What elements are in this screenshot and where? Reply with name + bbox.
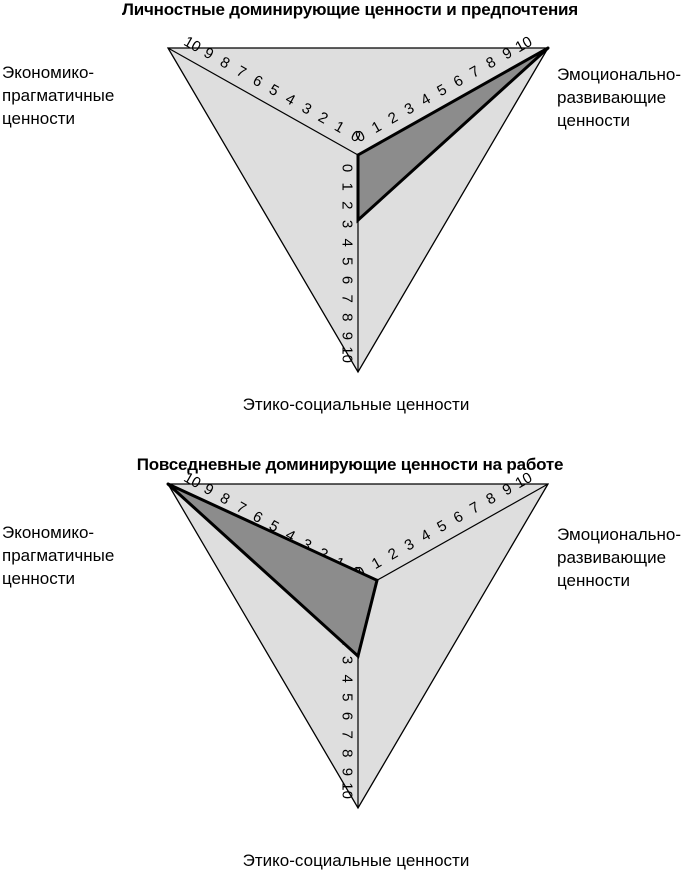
data-point — [356, 218, 360, 222]
chart-2-axis-label-ethical: Этико-социальные ценности — [156, 849, 556, 872]
tick-label: 5 — [339, 693, 356, 701]
tick-label: 10 — [512, 33, 535, 56]
chart-1-axis-label-economic: Экономико- прагматичные ценности — [2, 61, 114, 130]
axis-label-line: развивающие — [557, 88, 667, 107]
tick-label: 5 — [339, 257, 356, 265]
tick-label: 6 — [338, 276, 355, 284]
data-point — [166, 482, 170, 486]
axis-label-line: Этико-социальные ценности — [242, 851, 470, 870]
tick-label: 9 — [339, 768, 356, 776]
tick-label: 8 — [339, 749, 356, 757]
data-series-polygon — [356, 46, 550, 224]
tick-label: 7 — [338, 730, 355, 738]
tick-label: 10 — [339, 346, 356, 363]
data-point — [356, 153, 360, 157]
tick-label: 4 — [339, 238, 356, 246]
tick-label: 9 — [339, 332, 356, 340]
tick-label: 10 — [512, 469, 535, 492]
axis-label-line: прагматичные — [2, 546, 115, 565]
tick-label: 10 — [181, 469, 204, 492]
axis-line — [167, 47, 359, 156]
axis-label-line: Эмоционально- — [557, 65, 681, 84]
chart-1-axis-label-ethical: Этико-социальные ценности — [156, 393, 556, 416]
tick-label: 7 — [338, 294, 355, 302]
axis-label-line: Эмоционально- — [557, 525, 681, 544]
data-point — [375, 578, 379, 582]
data-series-polygon — [166, 482, 379, 659]
tick-label: 2 — [338, 201, 355, 209]
axis-label-line: ценности — [557, 111, 631, 130]
data-point — [356, 654, 360, 658]
axis-label-line: Экономико- — [2, 63, 95, 82]
tick-label: 3 — [339, 656, 356, 664]
tick-label: 3 — [339, 220, 356, 228]
data-point — [546, 46, 550, 50]
axis-label-line: ценности — [2, 569, 76, 588]
axis-label-line: ценности — [557, 571, 631, 590]
chart-2-title: Повседневные доминирующие ценности на ра… — [136, 455, 564, 474]
chart-2-axis-label-economic: Экономико- прагматичные ценности — [2, 521, 114, 590]
axis-line — [357, 483, 549, 592]
tick-label: 10 — [181, 33, 204, 56]
tick-label: 4 — [339, 674, 356, 682]
chart-1-axis-label-emotional: Эмоционально- развивающие ценности — [557, 63, 681, 132]
tick-label: 8 — [339, 313, 356, 321]
chart-2-axis-label-emotional: Эмоционально- развивающие ценности — [557, 523, 681, 592]
axis-label-line: прагматичные — [2, 86, 115, 105]
tick-label: 1 — [338, 183, 355, 191]
axis-label-line: Этико-социальные ценности — [242, 395, 470, 414]
axis-label-line: Экономико- — [2, 523, 95, 542]
axis-label-line: развивающие — [557, 548, 667, 567]
chart-1-title: Личностные доминирующие ценности и предп… — [122, 0, 578, 19]
tick-label: 6 — [338, 712, 355, 720]
tick-label: 10 — [339, 782, 356, 799]
tick-label: 0 — [339, 164, 356, 172]
axis-label-line: ценности — [2, 109, 76, 128]
